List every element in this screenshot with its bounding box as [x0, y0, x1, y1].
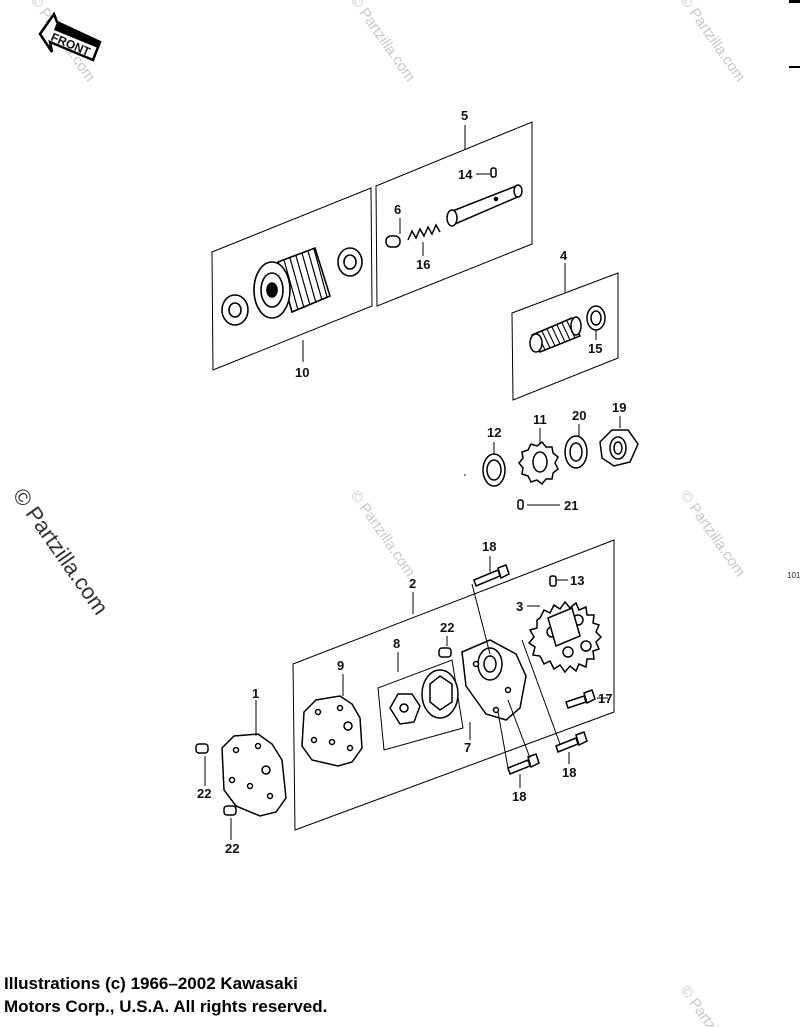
callout-3: 3 [516, 599, 523, 614]
edge-mark-second [789, 66, 800, 68]
callout-14: 14 [458, 167, 473, 182]
filter-group-frame [211, 187, 373, 371]
callout-20: 20 [572, 408, 586, 423]
watermark-2: © Partzilla.com [347, 0, 419, 85]
copyright-line-1: Illustrations (c) 1966–2002 Kawasaki [4, 974, 298, 993]
relief-valve-parts [385, 167, 523, 248]
rotor-group-frame [377, 659, 464, 751]
pump-leaders [204, 556, 608, 840]
callout-9: 9 [337, 658, 344, 673]
screen-group-frame [511, 272, 619, 401]
callout-10: 10 [295, 365, 309, 380]
callout-15: 15 [588, 341, 602, 356]
copyright-line-2: Motors Corp., U.S.A. All rights reserved… [4, 997, 328, 1016]
callout-17: 17 [598, 691, 612, 706]
watermark-main: © Partzilla.com [8, 484, 114, 620]
front-arrow-icon: FRONT [38, 11, 102, 62]
callout-4: 4 [560, 248, 568, 263]
callout-8: 8 [393, 636, 400, 651]
watermark-5: © Partzilla.com [677, 488, 749, 581]
pump-group-frame [292, 539, 615, 831]
oil-screen-parts [529, 305, 606, 353]
copyright-notice: Illustrations (c) 1966–2002 Kawasaki Mot… [4, 972, 327, 1018]
callout-6: 6 [394, 202, 401, 217]
callout-12: 12 [487, 425, 501, 440]
callout-11: 11 [533, 412, 547, 427]
callout-19: 19 [612, 400, 626, 415]
page-code: 101 [787, 571, 800, 580]
edge-mark-top [789, 0, 800, 3]
pump-gear-parts [482, 429, 639, 510]
callout-21: 21 [564, 498, 578, 513]
callout-22-lower: 22 [225, 841, 239, 856]
watermark-3: © Partzilla.com [677, 0, 749, 85]
callout-5: 5 [461, 108, 468, 123]
oil-filter-assembly [221, 246, 363, 326]
callout-18-bottom: 18 [512, 789, 526, 804]
watermark-6: © Partzilla.com [677, 983, 749, 1027]
callout-18-right: 18 [562, 765, 576, 780]
callout-18-top: 18 [482, 539, 496, 554]
speck [464, 474, 466, 476]
watermarks: © Partzilla.com © Partzilla.com © Partzi… [8, 0, 749, 1027]
callout-7: 7 [464, 740, 471, 755]
callout-1: 1 [252, 686, 259, 701]
callout-22-middle: 22 [440, 620, 454, 635]
pump-parts [195, 564, 603, 817]
callout-13: 13 [570, 573, 584, 588]
callout-22-left: 22 [197, 786, 211, 801]
callout-2: 2 [409, 576, 416, 591]
relief-valve-group-frame [375, 121, 533, 307]
watermark-4: © Partzilla.com [347, 488, 419, 581]
callout-16: 16 [416, 257, 430, 272]
